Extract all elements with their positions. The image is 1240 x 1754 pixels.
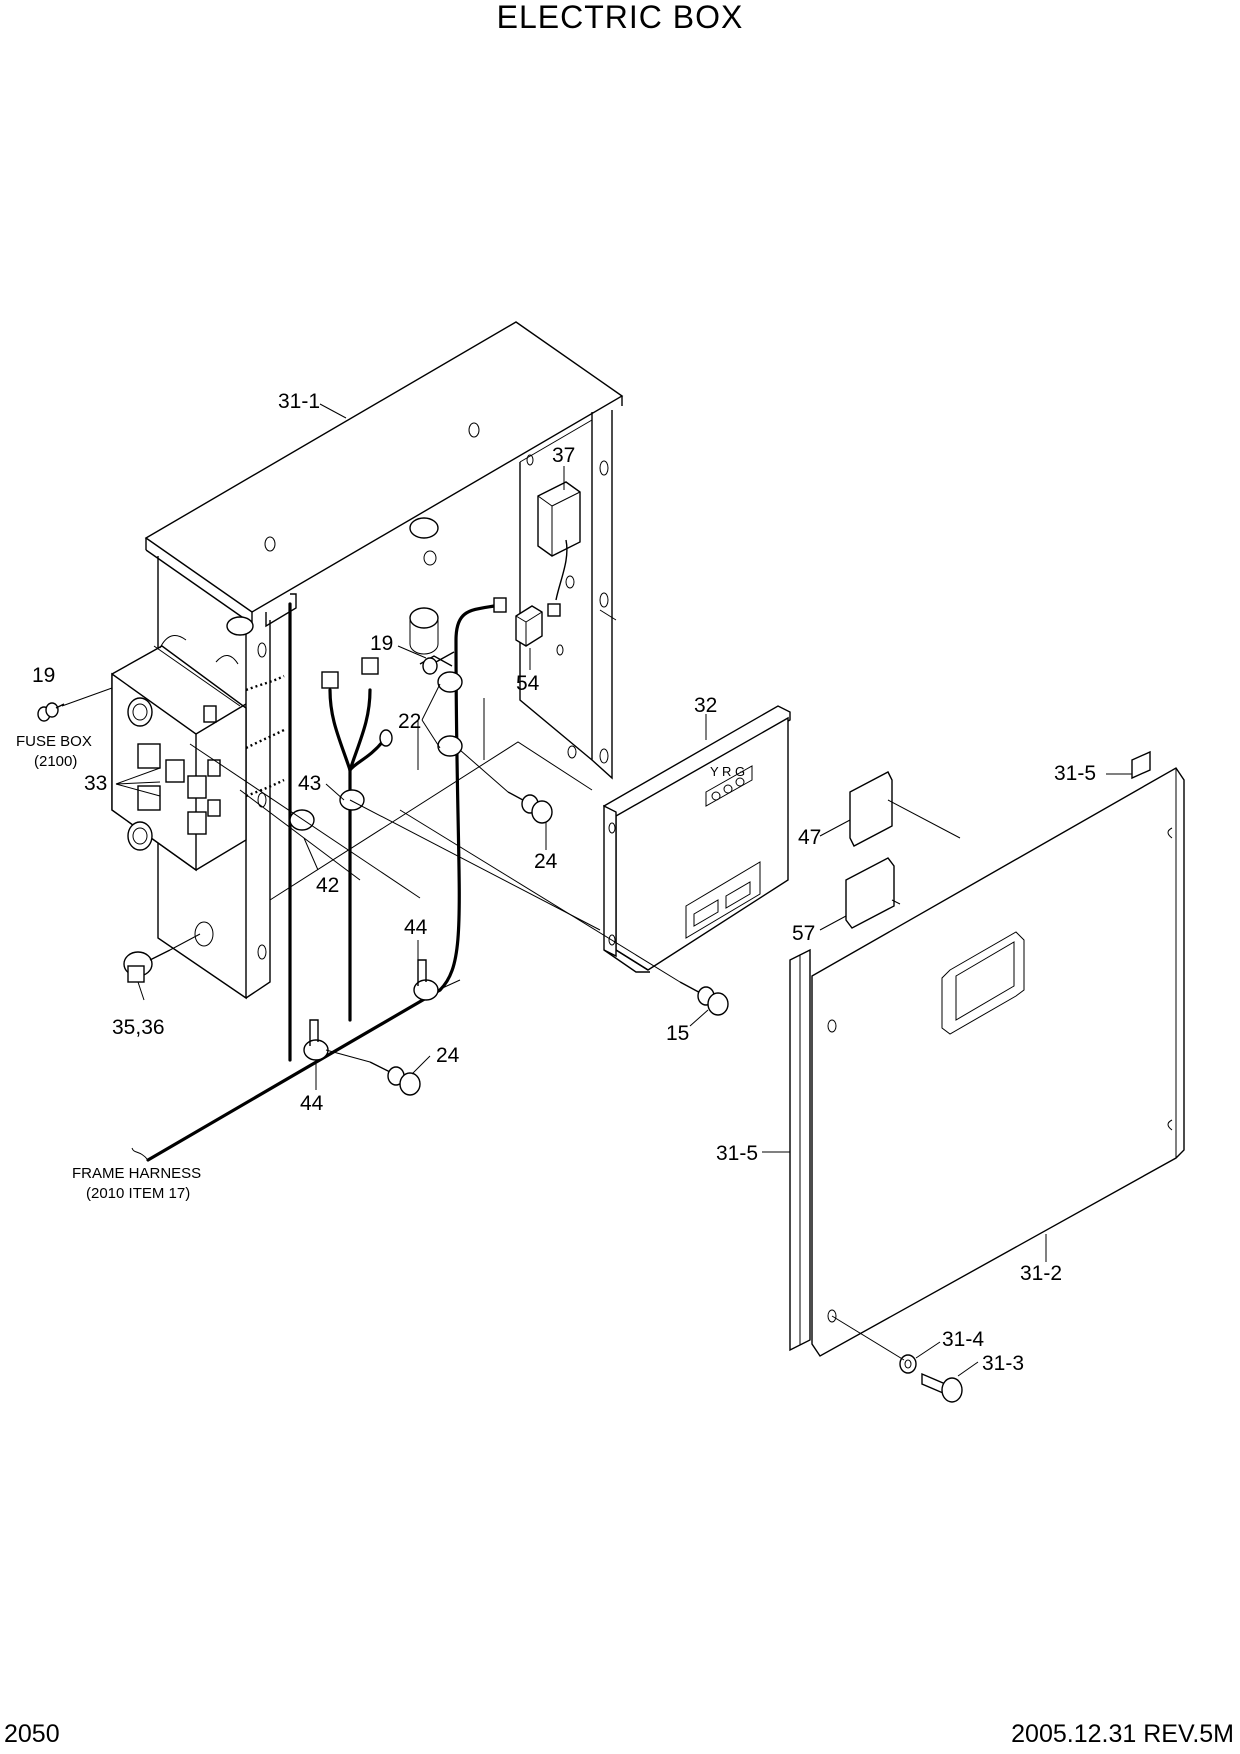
callout-44-upper: 44 (404, 916, 428, 939)
callout-43: 43 (298, 772, 321, 795)
callouts: 31-1 37 19 19 54 22 32 31-5 43 33 24 47 … (32, 390, 1096, 1375)
callout-24-upper: 24 (534, 850, 558, 873)
relay-and-flasher (515, 481, 581, 647)
frame-harness-note-line1: FRAME HARNESS (72, 1165, 201, 1182)
decals (845, 771, 895, 929)
electric-box-housing (144, 321, 624, 1000)
page-number: 2050 (4, 1720, 60, 1748)
callout-42: 42 (316, 874, 339, 897)
callout-47: 47 (798, 826, 821, 849)
callout-57: 57 (792, 922, 815, 945)
callout-37: 37 (552, 444, 575, 467)
callout-31-5-side: 31-5 (716, 1142, 758, 1165)
callout-24-lower: 24 (436, 1044, 460, 1067)
page-title: ELECTRIC BOX (496, 0, 744, 35)
door-cover (789, 750, 1185, 1357)
callout-19-top: 19 (370, 632, 393, 655)
wiring-harness (131, 597, 507, 1162)
callout-15: 15 (666, 1022, 689, 1045)
callout-32: 32 (694, 694, 717, 717)
controller-unit: Y R G (602, 705, 791, 973)
hardware-parts (37, 651, 963, 1403)
callout-19-left: 19 (32, 664, 55, 687)
controller-lamp-label: Y R G (710, 764, 745, 779)
callout-35-36: 35,36 (112, 1016, 165, 1039)
fuse-box-connection-lines (245, 674, 285, 798)
callout-31-5-top: 31-5 (1054, 762, 1096, 785)
callout-33: 33 (84, 772, 107, 795)
fuse-box-note-line1: FUSE BOX (16, 733, 92, 750)
callout-31-2: 31-2 (1020, 1262, 1062, 1285)
notes: FUSE BOX (2100) FRAME HARNESS (2010 ITEM… (16, 733, 201, 1202)
callout-44-lower: 44 (300, 1092, 324, 1115)
assembly-lines (61, 609, 961, 1361)
callout-leaders (115, 403, 1132, 1377)
fuse-box-note-line2: (2100) (34, 753, 77, 770)
revision-stamp: 2005.12.31 REV.5M (1011, 1720, 1234, 1748)
callout-54: 54 (516, 672, 540, 695)
callout-31-4: 31-4 (942, 1328, 984, 1351)
callout-22: 22 (398, 710, 421, 733)
callout-31-3: 31-3 (982, 1352, 1024, 1375)
callout-31-1: 31-1 (278, 390, 320, 413)
fuse-box (111, 635, 247, 872)
frame-harness-note-line2: (2010 ITEM 17) (86, 1185, 190, 1202)
